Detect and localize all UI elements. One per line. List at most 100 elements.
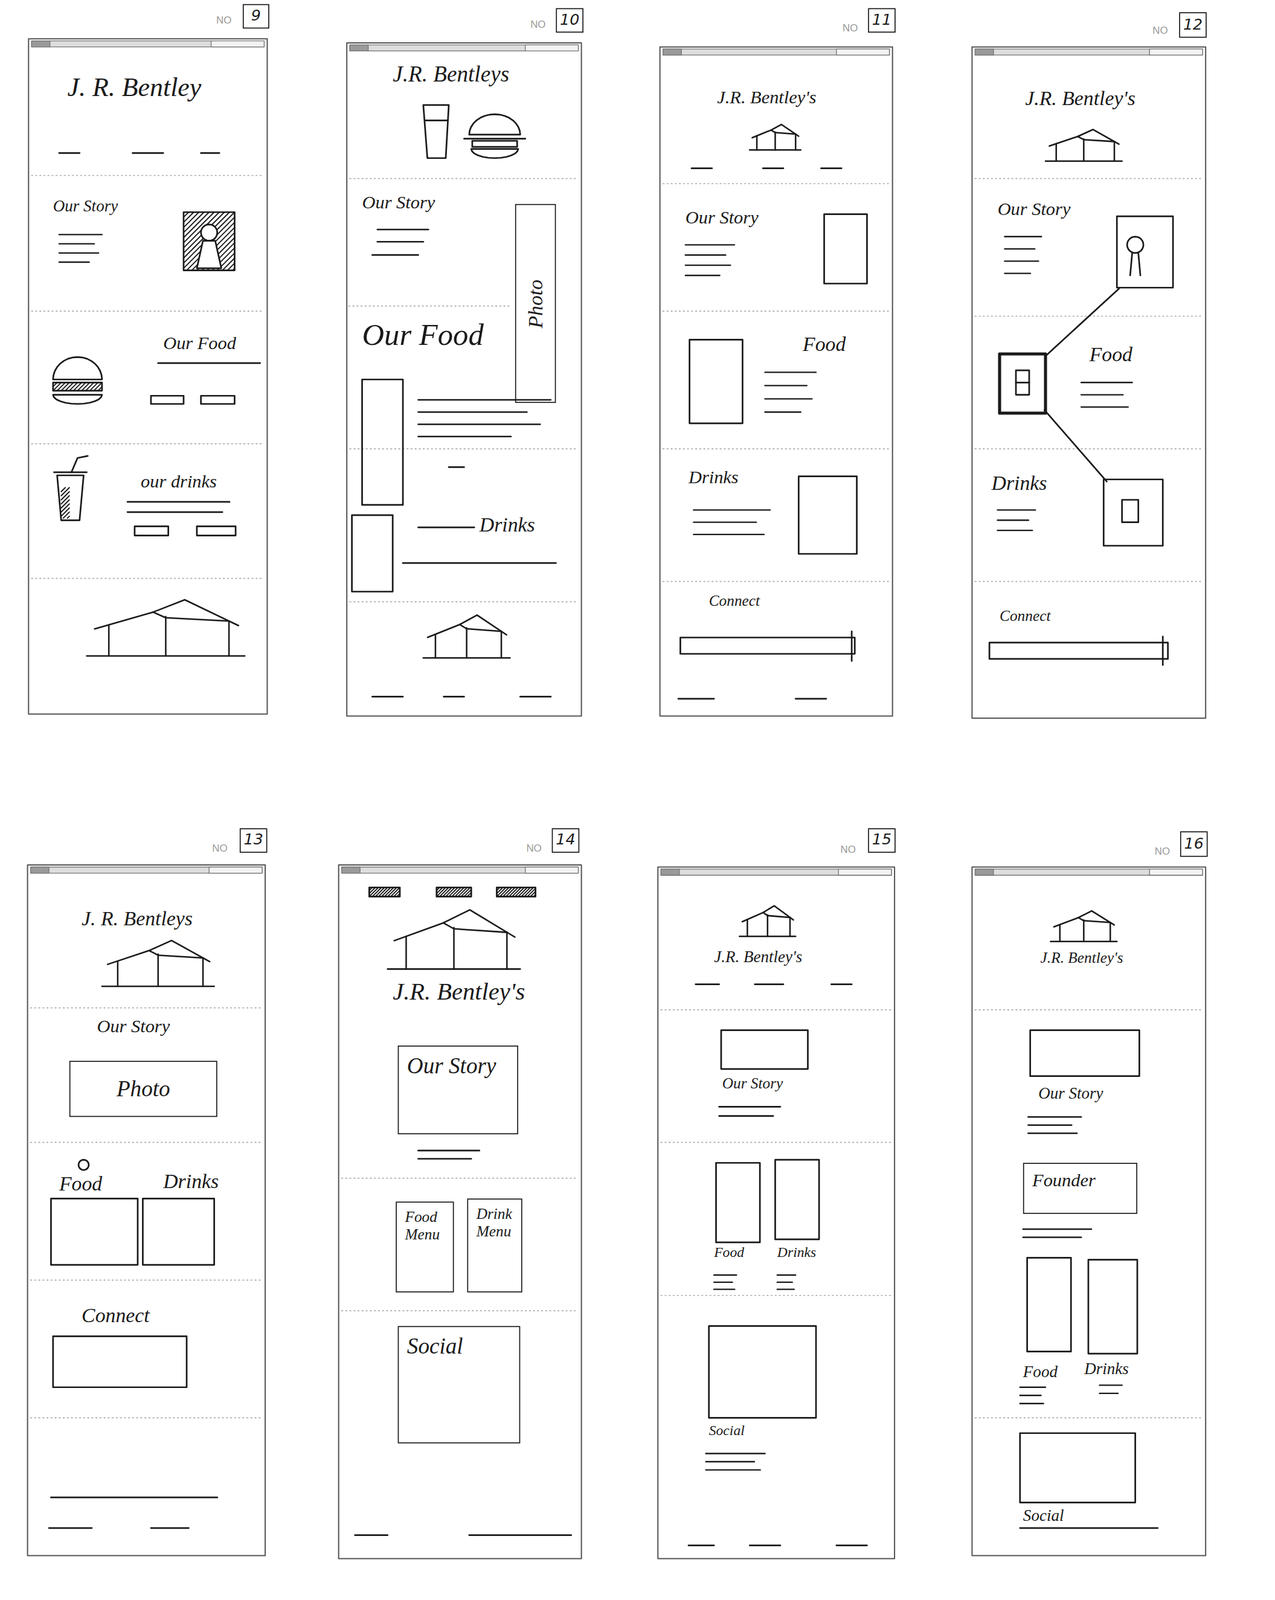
photo-placeholder	[1027, 1257, 1072, 1352]
house-logo	[1053, 917, 1084, 927]
node-text: 13	[244, 831, 264, 850]
flow-line	[1044, 410, 1107, 482]
text-placeholder-line	[417, 423, 540, 425]
photo-placeholder	[721, 1030, 809, 1070]
browser-frame	[971, 866, 1206, 1556]
text-placeholder-line	[1027, 1124, 1072, 1126]
house-logo	[405, 936, 408, 969]
burger-icon	[469, 114, 521, 135]
node-text: Drink Menu	[476, 1205, 511, 1241]
handwritten-label: Connect	[999, 606, 1051, 626]
text-placeholder-line	[417, 436, 511, 438]
house-logo	[506, 932, 508, 970]
footer-dash	[678, 697, 714, 700]
photo-placeholder	[709, 1325, 816, 1418]
house-logo	[157, 954, 159, 987]
section-divider	[660, 1294, 892, 1297]
text-placeholder-line	[1004, 260, 1039, 262]
handwritten-label: Connect	[709, 591, 760, 611]
house-logo	[774, 132, 777, 151]
house-logo	[1083, 920, 1111, 923]
photo-placeholder	[716, 1162, 761, 1243]
house-logo	[158, 954, 203, 958]
title-bar-slider	[211, 41, 265, 48]
sheet-number-box: 15	[867, 828, 896, 853]
section-divider	[663, 183, 890, 185]
hatch-line	[436, 887, 443, 894]
house-logo	[500, 631, 503, 658]
drink-icon	[1122, 500, 1139, 523]
footer-dash	[795, 697, 827, 700]
hatch-line	[527, 888, 536, 897]
section-divider	[660, 1142, 892, 1144]
section-divider	[30, 1142, 263, 1144]
footer-dash	[150, 1526, 189, 1529]
text-placeholder-line	[1081, 406, 1129, 408]
nav-dash	[201, 152, 220, 155]
section-divider	[663, 310, 890, 312]
house-logo	[228, 620, 231, 656]
hatch-line	[73, 382, 83, 391]
section-divider	[30, 1417, 263, 1419]
node-text: 10	[559, 11, 580, 29]
hatch-line	[57, 382, 66, 391]
house-logo	[94, 611, 167, 629]
nav-dash	[820, 167, 842, 170]
text-placeholder-line	[1081, 381, 1132, 383]
text-placeholder-line	[372, 254, 418, 257]
text-placeholder-line	[719, 1114, 774, 1117]
person-icon	[1130, 253, 1132, 276]
sheet-number-box: 10	[555, 8, 584, 34]
hatch-line	[61, 507, 70, 517]
text-placeholder-line	[59, 252, 99, 254]
text-placeholder-line	[59, 233, 103, 235]
sketch-line	[402, 562, 556, 565]
nav-tab	[496, 887, 536, 897]
photo-placeholder	[999, 353, 1046, 414]
house-logo	[1082, 138, 1085, 162]
hatch-line	[63, 512, 70, 519]
nav-dash	[59, 152, 80, 155]
text-placeholder-line	[1020, 1403, 1044, 1405]
title-bar-arrows	[349, 44, 368, 51]
input-bar	[851, 631, 853, 661]
handwritten-label: Drinks	[777, 1244, 816, 1262]
hatch-line	[61, 382, 70, 391]
beer-icon	[425, 119, 448, 122]
node-text: 15	[872, 831, 892, 850]
sketch-line	[448, 466, 464, 469]
photo-placeholder	[352, 515, 394, 592]
handwritten-label: J. R. Bentleys	[81, 905, 193, 931]
handwritten-label: Our Story	[1038, 1083, 1103, 1103]
house-logo	[117, 960, 119, 987]
section-divider	[31, 310, 264, 312]
sheet-number-box: 12	[1178, 12, 1207, 38]
hatch-line	[61, 495, 70, 505]
node-text: 9	[251, 7, 261, 25]
handwritten-label: Our Food	[163, 332, 237, 355]
node-text: 16	[1184, 835, 1204, 853]
text-placeholder-line	[713, 1281, 733, 1283]
handwritten-label: Our Story	[362, 191, 436, 214]
node-text: Our Story	[407, 1052, 497, 1079]
title-bar-arrows	[974, 48, 993, 55]
burger-icon	[53, 395, 103, 405]
content-box: Founder	[1023, 1162, 1138, 1214]
house-logo	[165, 617, 229, 622]
nav-dash	[762, 167, 784, 170]
text-placeholder-line	[777, 1281, 793, 1283]
text-placeholder-line	[417, 1149, 479, 1152]
footer-dash	[469, 1534, 572, 1536]
section-divider	[663, 581, 890, 583]
text-placeholder-line	[713, 1288, 735, 1290]
sheet-number-box: 11	[867, 8, 896, 34]
nav-tab	[369, 887, 400, 897]
text-placeholder-line	[127, 510, 223, 513]
nav-dash	[132, 152, 164, 155]
photo-placeholder	[689, 339, 743, 423]
text-placeholder-line	[997, 529, 1033, 531]
sheet-number-prefix: NO	[1152, 24, 1168, 37]
